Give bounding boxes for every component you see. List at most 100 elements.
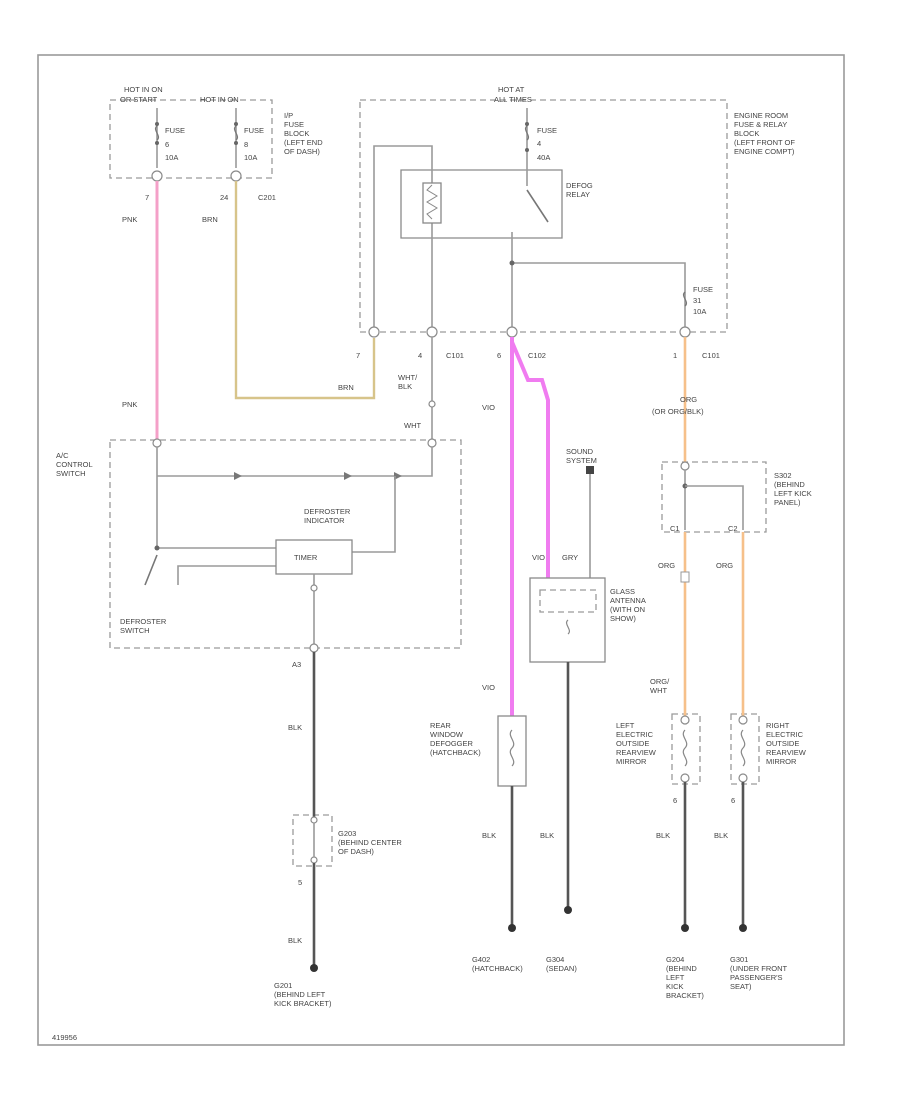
fuse1-node-bot — [155, 141, 159, 145]
label-c201: C201 — [258, 193, 276, 202]
label-hot-run-sub: OR START — [120, 95, 158, 104]
label-org2: ORG — [658, 561, 675, 570]
label-fuse1-num: 6 — [165, 140, 169, 149]
relay-coil-zig — [426, 184, 438, 220]
left-mirror-pin-bot — [680, 773, 690, 783]
fuse2-node-bot — [234, 141, 238, 145]
label-fuse2-amp: 10A — [244, 153, 257, 162]
g203-outline — [292, 814, 333, 867]
label-fuse3-amp: 40A — [537, 153, 550, 162]
antenna-element — [565, 619, 571, 635]
left-mirror-pin-top — [680, 715, 690, 725]
label-wire-brn: BRN — [202, 215, 218, 224]
label-pin6: 6 — [497, 351, 501, 360]
label-pin24: 24 — [220, 193, 228, 202]
label-hot-all: HOT AT — [498, 85, 525, 94]
c201-pin7 — [151, 170, 163, 182]
g203-bot — [310, 856, 318, 864]
label-pin-c2: C2 — [728, 524, 738, 533]
label-pin7b: 7 — [356, 351, 360, 360]
label-g402: G402(HATCHBACK) — [472, 955, 523, 973]
label-vio: VIO — [482, 403, 495, 412]
label-pin1: 1 — [673, 351, 677, 360]
fuse2-symbol — [233, 125, 239, 141]
left-mirror-outline — [671, 713, 701, 785]
timer-pin — [310, 584, 318, 592]
g204-ground — [681, 924, 689, 932]
g402-ground — [508, 924, 516, 932]
ac-pin-pnk — [152, 438, 162, 448]
left-mirror-motor — [682, 729, 688, 767]
label-timer: TIMER — [294, 553, 318, 562]
label-pin-a3: A3 — [292, 660, 301, 669]
label-wht: WHT — [404, 421, 421, 430]
org-inline-conn — [680, 571, 690, 583]
glass-antenna-inner — [539, 589, 597, 613]
label-fuse4-amp: 10A — [693, 307, 706, 316]
label-pin6c: 6 — [731, 796, 735, 805]
wht-blk-node — [428, 400, 436, 408]
fuse1-symbol — [154, 125, 160, 141]
label-org: ORG — [680, 395, 697, 404]
label-pin4: 4 — [418, 351, 422, 360]
sound-connector — [586, 466, 594, 474]
label-g304: G304(SEDAN) — [546, 955, 577, 973]
label-hot-all-sub: ALL TIMES — [494, 95, 532, 104]
relay-switch — [526, 189, 549, 223]
label-hot-run2: HOT IN ON — [200, 95, 239, 104]
ac-pin-a3 — [309, 643, 319, 653]
label-footer: 419956 — [52, 1033, 77, 1042]
fuse2-node-top — [234, 122, 238, 126]
c101-pin1 — [679, 326, 691, 338]
right-mirror-pin-top — [738, 715, 748, 725]
label-brn2: BRN — [338, 383, 354, 392]
s302-outline — [661, 461, 767, 533]
diagram-border — [37, 54, 845, 1046]
c201-pin24 — [230, 170, 242, 182]
label-blk2: BLK — [288, 936, 302, 945]
vio-branch — [510, 341, 550, 580]
label-blk3: BLK — [482, 831, 496, 840]
switch-out — [177, 565, 276, 585]
label-org-alt: (OR ORG/BLK) — [652, 407, 704, 416]
timer-box — [275, 539, 353, 575]
label-fuse2-num: 8 — [244, 140, 248, 149]
label-fuse3-num: 4 — [537, 139, 541, 148]
label-vio3: VIO — [482, 683, 495, 692]
label-hot-run: HOT IN ON — [124, 85, 163, 94]
label-fuse3: FUSE — [537, 126, 557, 135]
right-mirror-motor — [740, 729, 746, 767]
fuse3-node-top — [525, 122, 529, 126]
ac-diode-1 — [234, 472, 242, 480]
label-org-wht: ORG/WHT — [650, 677, 670, 695]
engine-fuse-block-outline — [359, 99, 728, 333]
ac-diode-3 — [394, 472, 402, 480]
right-mirror-pin-bot — [738, 773, 748, 783]
label-wire-pnk: PNK — [122, 215, 137, 224]
label-blk1: BLK — [288, 723, 302, 732]
label-blk4: BLK — [540, 831, 554, 840]
fuse1-node-top — [155, 122, 159, 126]
ac-pin-wht — [427, 438, 437, 448]
switch-wire — [156, 520, 276, 549]
g203-top — [310, 816, 318, 824]
label-fuse4-num: 31 — [693, 296, 701, 305]
relay-branch — [512, 262, 686, 330]
label-fuse1: FUSE — [165, 126, 185, 135]
g301-ground — [739, 924, 747, 932]
